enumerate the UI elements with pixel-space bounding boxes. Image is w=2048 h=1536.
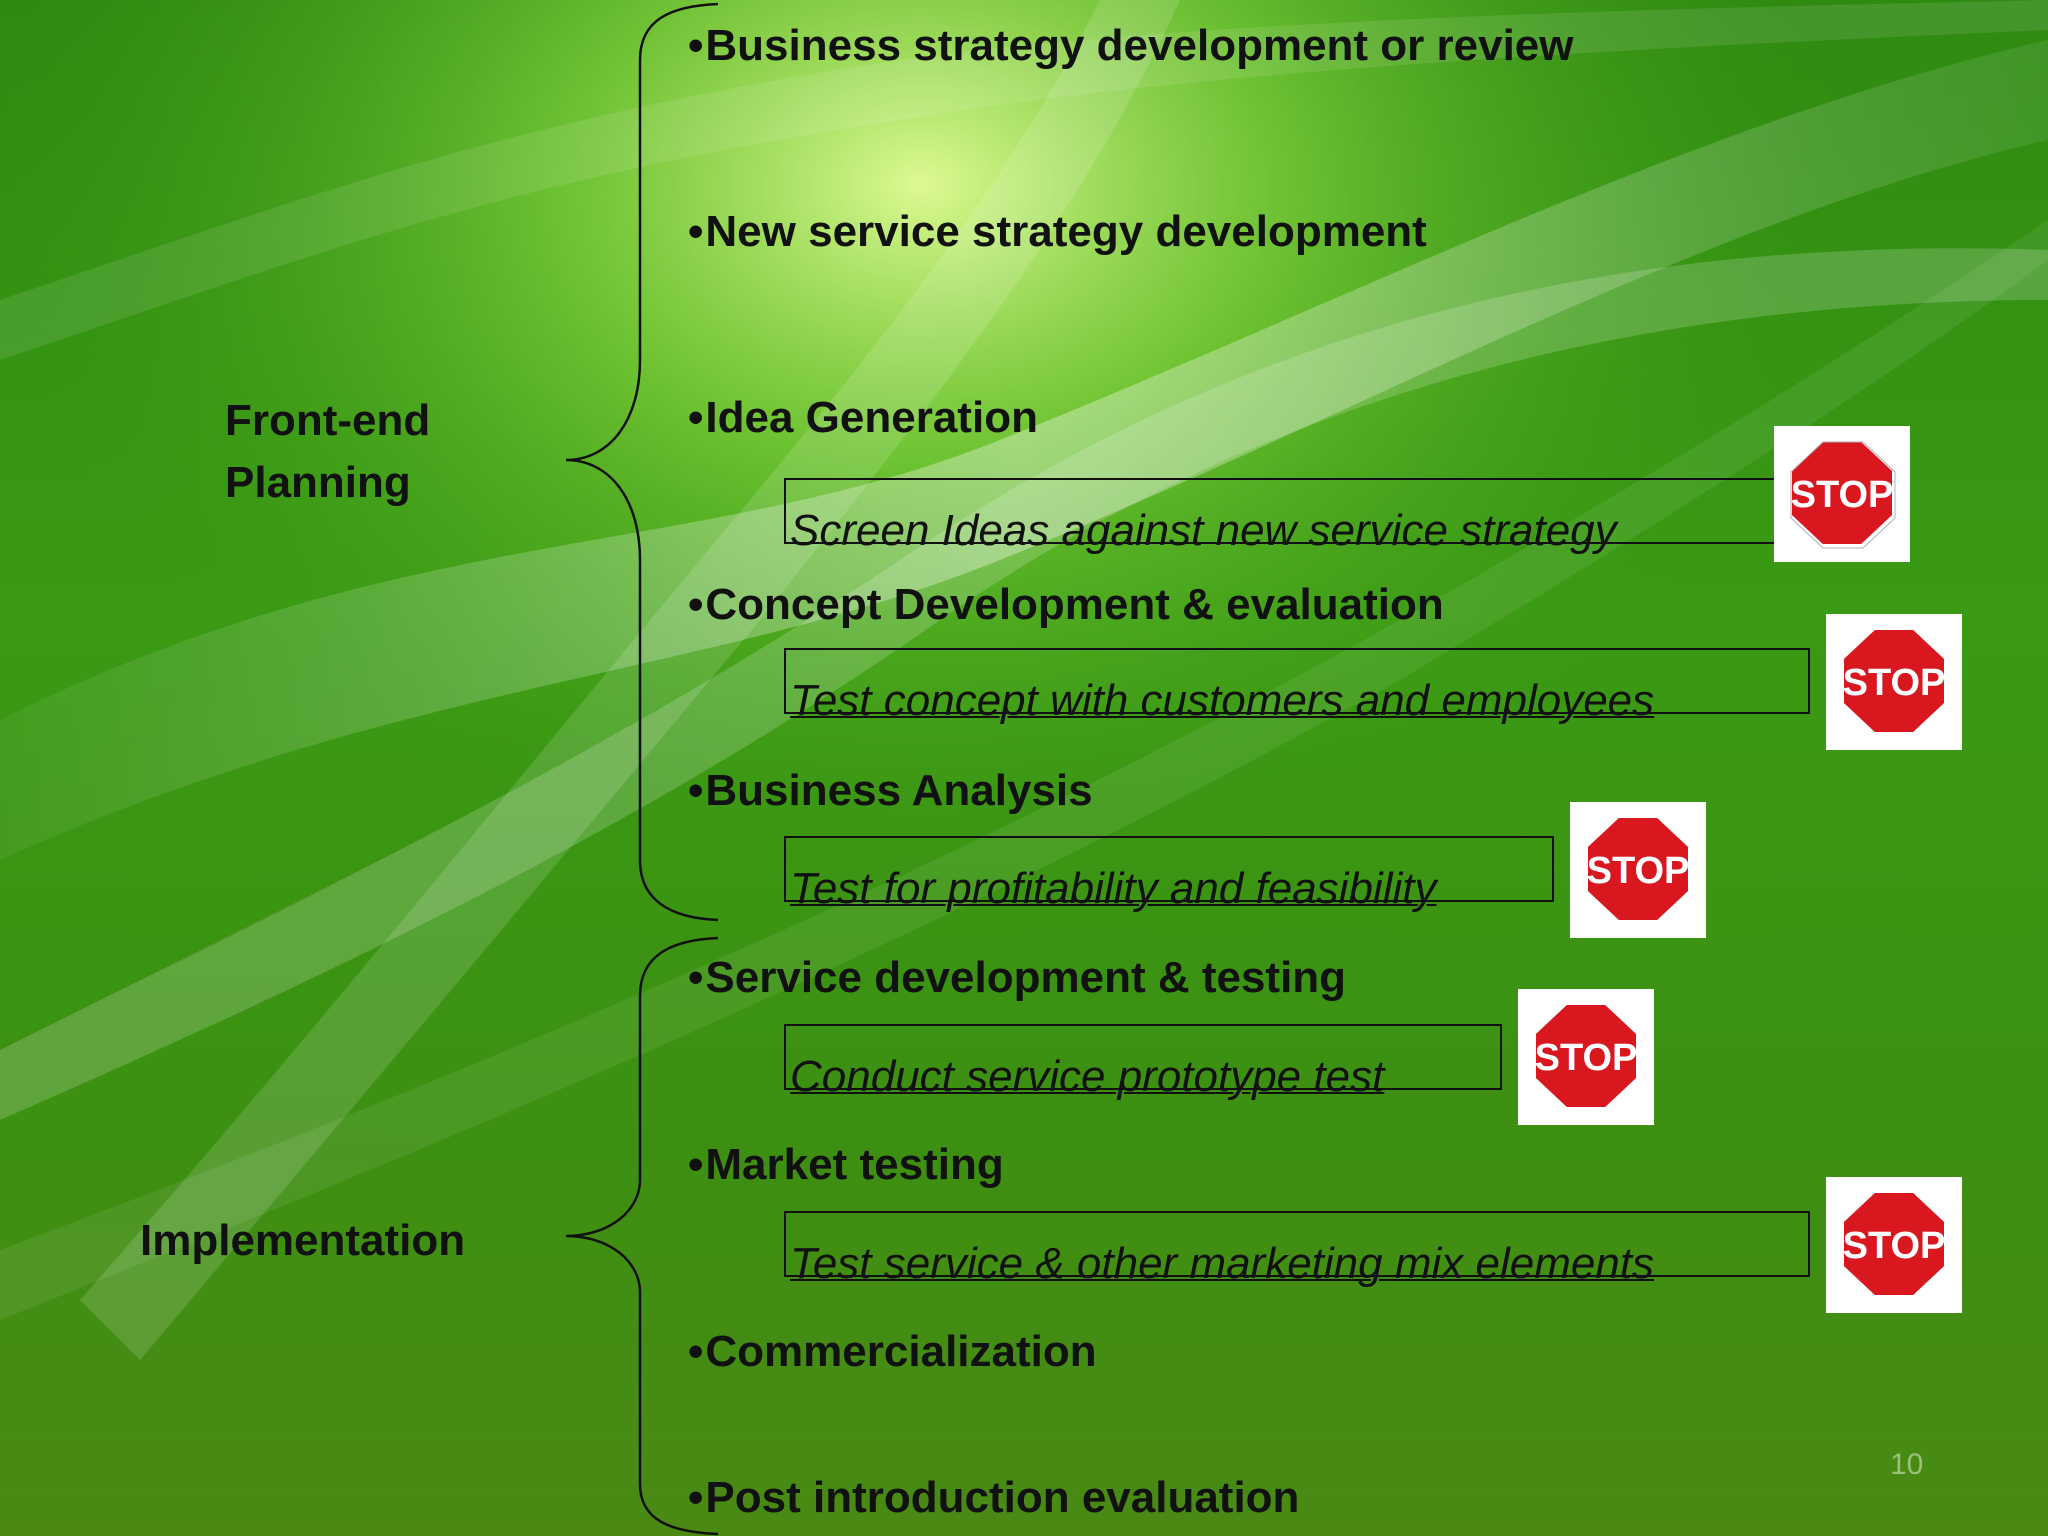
step-label: Commercialization	[705, 1327, 1097, 1376]
stop-sign-icon: STOP	[1774, 426, 1910, 562]
stage-label-front-end: Front-end Planning	[225, 390, 430, 514]
bullet-marker: •	[688, 207, 704, 256]
step-label: New service strategy development	[705, 207, 1427, 256]
bullet-marker: •	[688, 21, 704, 70]
step-label: Post introduction evaluation	[705, 1473, 1300, 1522]
step-business-strategy: •Business strategy development or review	[688, 18, 1574, 74]
step-label: Business strategy development or review	[705, 21, 1574, 70]
stop-sign-text: STOP	[1587, 850, 1690, 892]
step-idea-generation: •Idea Generation	[688, 390, 1038, 446]
step-label: Idea Generation	[705, 393, 1038, 442]
step-label: Market testing	[705, 1140, 1004, 1189]
gate-screen-ideas: Screen Ideas against new service strateg…	[784, 478, 1776, 555]
bullet-marker: •	[688, 953, 704, 1002]
bullet-marker: •	[688, 580, 704, 629]
stage-label-line: Planning	[225, 458, 411, 507]
stop-sign-shape: STOP	[1532, 1001, 1640, 1111]
gate-test-concept: Test concept with customers and employee…	[784, 648, 1810, 725]
gate-label: Test concept with customers and employee…	[790, 676, 1655, 725]
step-label: Concept Development & evaluation	[705, 580, 1444, 629]
bullet-marker: •	[688, 1140, 704, 1189]
gate-prototype-test: Conduct service prototype test	[784, 1024, 1502, 1101]
stop-sign-text: STOP	[1843, 662, 1946, 704]
stop-sign-shape: STOP	[1840, 626, 1948, 736]
gate-label: Screen Ideas against new service strateg…	[790, 506, 1617, 555]
step-commercialization: •Commercialization	[688, 1324, 1097, 1380]
implementation-brace	[565, 936, 719, 1536]
stop-sign-icon: STOP	[1826, 614, 1962, 750]
stop-sign-shape: STOP	[1584, 814, 1692, 924]
stop-sign-icon: STOP	[1570, 802, 1706, 938]
front-end-brace	[565, 2, 719, 922]
step-label: Service development & testing	[705, 953, 1347, 1002]
gate-label: Test service & other marketing mix eleme…	[790, 1239, 1655, 1288]
stop-sign-shape: STOP	[1840, 1189, 1948, 1299]
step-business-analysis: •Business Analysis	[688, 763, 1093, 819]
step-post-introduction: •Post introduction evaluation	[688, 1470, 1299, 1526]
step-new-service-strategy: •New service strategy development	[688, 204, 1427, 260]
bullet-marker: •	[688, 1473, 704, 1522]
stage-label-line: Implementation	[140, 1216, 466, 1265]
gate-test-marketing-mix: Test service & other marketing mix eleme…	[784, 1211, 1810, 1288]
stop-sign-icon: STOP	[1518, 989, 1654, 1125]
gate-label: Test for profitability and feasibility	[790, 864, 1437, 913]
stage-label-implementation: Implementation	[140, 1210, 465, 1272]
stop-sign-shape: STOP	[1788, 438, 1896, 549]
step-concept-development: •Concept Development & evaluation	[688, 577, 1444, 633]
stop-sign-text: STOP	[1535, 1037, 1638, 1079]
stage-label-line: Front-end	[225, 396, 431, 445]
stop-sign-icon: STOP	[1826, 1177, 1962, 1313]
bullet-marker: •	[688, 1327, 704, 1376]
step-label: Business Analysis	[705, 766, 1093, 815]
stop-sign-text: STOP	[1843, 1225, 1946, 1267]
stop-sign-text: STOP	[1791, 474, 1894, 516]
step-market-testing: •Market testing	[688, 1137, 1004, 1193]
bullet-marker: •	[688, 393, 704, 442]
gate-test-profitability: Test for profitability and feasibility	[784, 836, 1554, 913]
step-service-development: •Service development & testing	[688, 950, 1346, 1006]
gate-label: Conduct service prototype test	[790, 1052, 1385, 1101]
bullet-marker: •	[688, 766, 704, 815]
page-number: 10	[1890, 1448, 1924, 1481]
